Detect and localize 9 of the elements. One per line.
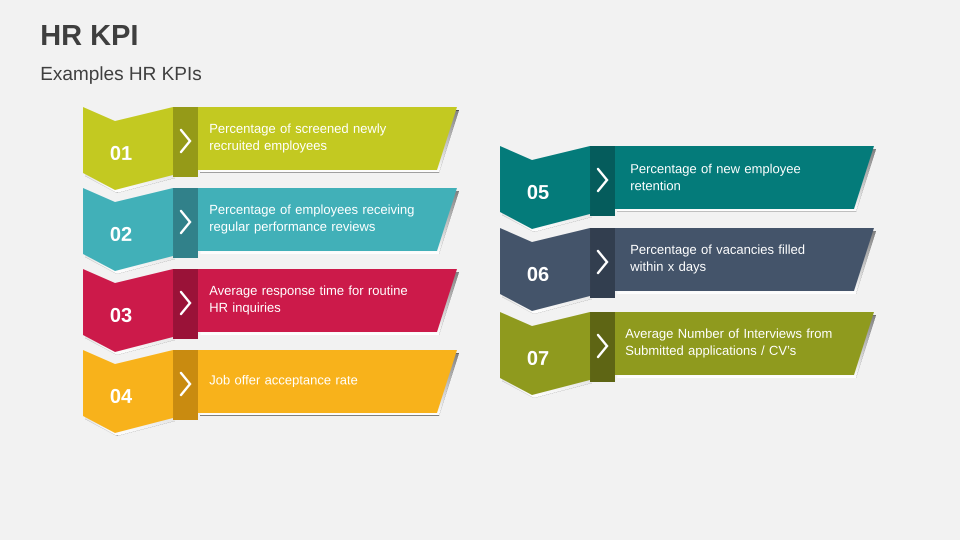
step-number: 06	[528, 266, 548, 282]
step-number: 02	[110, 226, 132, 242]
step-number: 05	[528, 184, 549, 200]
title: HR KPI	[42, 25, 137, 45]
step-number: 03	[110, 308, 132, 322]
step-number: 04	[110, 388, 132, 404]
subtitle: Examples HR KPIs	[42, 66, 202, 84]
step-number: 01	[110, 146, 132, 160]
step-number: 07	[528, 350, 548, 366]
